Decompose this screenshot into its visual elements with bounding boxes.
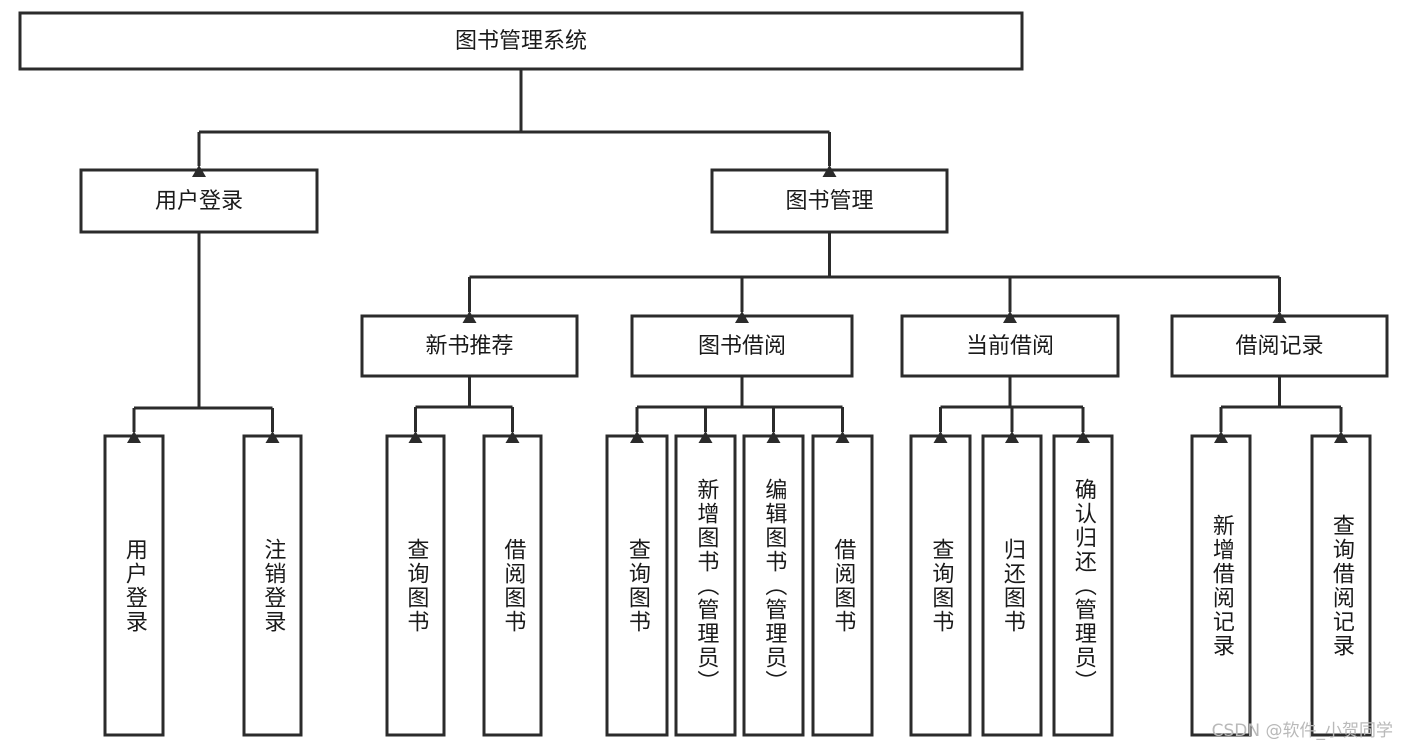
node-root-图书管理系统-0[interactable] xyxy=(18,11,1024,71)
node-leaf-用户登录-0[interactable] xyxy=(103,434,165,737)
node-leaf-查询图书-2[interactable] xyxy=(385,434,446,737)
node-leaf-注销登录-1[interactable] xyxy=(242,434,303,737)
node-leaf-确认归还管理员-10[interactable] xyxy=(1052,434,1114,737)
node-leaf-编辑图书管理员-6[interactable] xyxy=(742,434,805,737)
watermark: CSDN @软件_小贺同学 xyxy=(1211,721,1393,741)
label-l3-当前借阅-2: 当前借阅 xyxy=(966,334,1054,359)
node-leaf-借阅图书-3[interactable] xyxy=(482,434,543,737)
node-leaf-新增借阅记录-11[interactable] xyxy=(1190,434,1252,737)
label-l2-用户登录-0: 用户登录 xyxy=(155,189,243,214)
node-leaf-归还图书-9[interactable] xyxy=(981,434,1043,737)
node-l2-用户登录-0[interactable] xyxy=(79,168,319,234)
node-l3-当前借阅-2[interactable] xyxy=(900,314,1120,378)
node-leaf-新增图书管理员-5[interactable] xyxy=(674,434,737,737)
label-l3-借阅记录-3: 借阅记录 xyxy=(1235,334,1323,359)
connectors xyxy=(127,69,1348,443)
label-l2-图书管理-1: 图书管理 xyxy=(785,189,873,214)
node-leaf-借阅图书-7[interactable] xyxy=(811,434,874,737)
node-leaf-查询借阅记录-12[interactable] xyxy=(1310,434,1372,737)
label-l3-新书推荐-0: 新书推荐 xyxy=(425,334,513,359)
node-l3-新书推荐-0[interactable] xyxy=(360,314,579,378)
label-l3-图书借阅-1: 图书借阅 xyxy=(698,334,786,359)
node-leaf-查询图书-4[interactable] xyxy=(605,434,669,737)
node-leaf-查询图书-8[interactable] xyxy=(909,434,972,737)
node-boxes xyxy=(18,11,1389,737)
label-root-图书管理系统-0: 图书管理系统 xyxy=(455,29,587,54)
